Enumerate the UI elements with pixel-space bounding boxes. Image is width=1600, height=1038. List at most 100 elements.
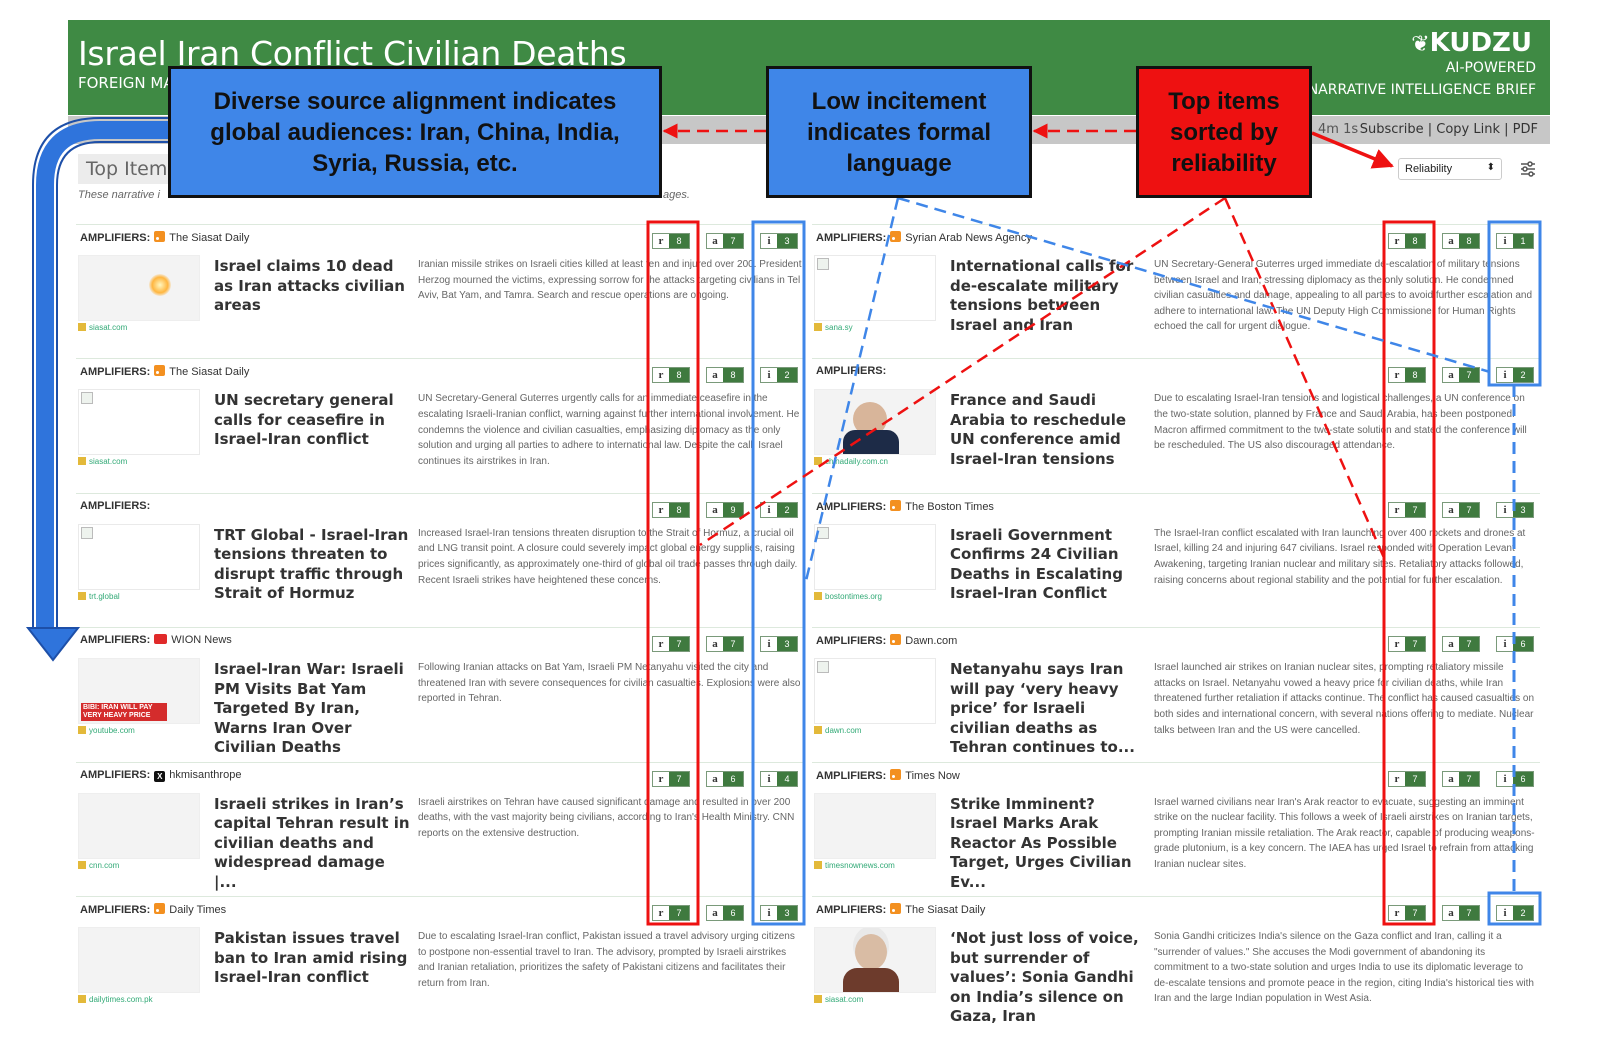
thumbnail-image[interactable] — [814, 658, 936, 725]
source-domain[interactable]: cnn.com — [78, 861, 119, 870]
pdf-link[interactable]: PDF — [1512, 122, 1538, 137]
source-domain[interactable]: siasat.com — [78, 457, 127, 466]
sliders-icon[interactable] — [1518, 159, 1538, 179]
sort-select[interactable]: Reliability ⬍ — [1398, 158, 1502, 180]
headline[interactable]: Israeli strikes in Iran’s capital Tehran… — [214, 794, 410, 891]
source-domain[interactable]: timesnownews.com — [814, 861, 895, 870]
headline[interactable]: Netanyahu says Iran will pay ‘very heavy… — [950, 660, 1135, 757]
source-name[interactable]: hkmisanthrope — [169, 768, 242, 781]
thumbnail-image[interactable] — [814, 523, 936, 590]
thumbnail-image[interactable] — [814, 792, 936, 859]
copy-link-button[interactable]: Copy Link — [1436, 122, 1500, 137]
source-name[interactable]: Daily Times — [169, 904, 227, 916]
headline[interactable]: ‘Not just loss of voice, but surrender o… — [950, 929, 1139, 1025]
source-name[interactable]: The Siasat Daily — [905, 904, 986, 916]
source-name[interactable]: The Siasat Daily — [169, 232, 250, 244]
headline[interactable]: Israel-Iran War: Israeli PM Visits Bat Y… — [214, 660, 404, 757]
headline[interactable]: Israel claims 10 dead as Iran attacks ci… — [214, 257, 405, 314]
thumbnail-image[interactable] — [78, 927, 200, 993]
thumbnail-image[interactable] — [814, 389, 936, 456]
source-name[interactable]: Syrian Arab News Agency — [905, 232, 1032, 244]
kudzu-logo[interactable]: ❦KUDZU — [1411, 28, 1532, 58]
source-name[interactable]: The Siasat Daily — [169, 366, 250, 379]
source-name[interactable]: Dawn.com — [905, 635, 958, 648]
thumbnail-image[interactable] — [78, 792, 200, 859]
source-domain[interactable]: chinadaily.com.cn — [814, 457, 888, 466]
source-domain[interactable]: dawn.com — [814, 726, 861, 735]
thumbnail-image[interactable] — [78, 523, 200, 590]
headline[interactable]: International calls for de-escalate mili… — [950, 257, 1134, 334]
thumbnail-image[interactable] — [78, 255, 200, 321]
source-domain[interactable]: dailytimes.com.pk — [78, 995, 153, 1004]
source-domain[interactable]: siasat.com — [814, 995, 863, 1004]
source-domain[interactable]: siasat.com — [78, 323, 127, 332]
thumbnail-image[interactable] — [814, 255, 936, 321]
headline[interactable]: France and Saudi Arabia to reschedule UN… — [950, 391, 1127, 468]
source-domain[interactable]: trt.global — [78, 592, 120, 601]
source-domain[interactable]: sana.sy — [814, 323, 853, 332]
source-domain[interactable]: bostontimes.org — [814, 592, 882, 601]
headline[interactable]: Israeli Government Confirms 24 Civilian … — [950, 525, 1123, 603]
thumbnail-image[interactable] — [78, 658, 200, 725]
headline[interactable]: TRT Global - Israel-Iran tensions threat… — [214, 525, 409, 603]
source-name[interactable]: The Boston Times — [905, 500, 994, 513]
thumbnail-image[interactable] — [78, 389, 200, 456]
source-name[interactable]: WION News — [171, 634, 232, 647]
source-domain[interactable]: youtube.com — [78, 726, 135, 735]
headline[interactable]: Pakistan issues travel ban to Iran amid … — [214, 929, 408, 986]
source-name[interactable]: Times Now — [905, 769, 960, 782]
headline[interactable]: UN secretary general calls for ceasefire… — [214, 391, 394, 449]
subscribe-link[interactable]: Subscribe — [1359, 122, 1424, 137]
thumbnail-image[interactable] — [814, 927, 936, 993]
headline[interactable]: Strike Imminent? Israel Marks Arak React… — [950, 794, 1132, 891]
news-card[interactable]: AMPLIFIERS:WION Newsyoutube.comIsrael-Ir… — [76, 627, 804, 756]
